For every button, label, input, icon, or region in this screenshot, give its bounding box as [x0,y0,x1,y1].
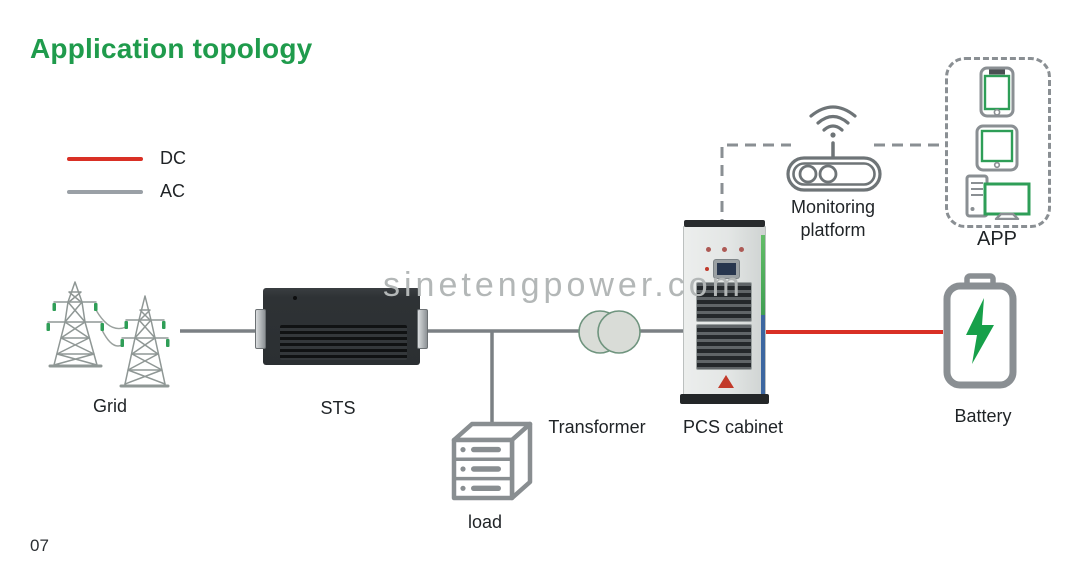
dc-legend-label: DC [160,148,186,168]
pcs-cabinet-label: PCS cabinet [682,417,784,437]
tablet-icon [975,124,1019,172]
indicator-led [739,247,744,252]
cabinet-top-cap [684,220,765,227]
monitoring-platform-label: Monitoring platform [790,197,876,240]
app-label: APP [976,228,1018,250]
cabinet-shell [683,226,766,403]
page-number: 07 [30,536,49,555]
sts-left-handle [255,309,266,349]
grid-label: Grid [92,396,128,416]
sts-vent-grille [280,325,407,360]
smartphone-icon [979,66,1015,118]
battery-label: Battery [954,406,1012,426]
wifi-icon [809,105,857,138]
dc-line-swatch [67,157,143,161]
sts-label: STS [320,398,356,418]
ac-legend-label: AC [160,181,186,201]
app-dashed-container [945,57,1051,228]
transmission-towers-icon [46,281,170,388]
sts-right-handle [417,309,428,349]
insulators [46,303,170,347]
cabinet-vent-grille [696,324,752,370]
warning-triangle-icon [718,375,734,388]
sts-rack-unit [255,288,428,365]
power-cabinet-device [680,220,769,404]
screw-hole [293,296,297,300]
cabinet-blue-strip [761,315,765,403]
cabinet-green-strip [761,235,765,315]
ac-line-swatch [67,190,143,194]
power-indicator-dot [705,267,709,271]
page-title: Application topology [30,33,313,64]
wifi-router-icon [786,105,882,192]
screen-panel [717,263,736,275]
cabinet-vent-grille [696,282,752,322]
server-drawers-icon [451,421,533,501]
indicator-led [722,247,727,252]
communication-dashed-line [720,143,945,230]
battery-bolt-icon [943,273,1017,389]
transformer-label: Transformer [548,417,646,437]
cabinet-display-screen [714,260,739,278]
overlapping-circles-icon [578,310,641,354]
lightning-bolt-icon [966,298,994,364]
desktop-computer-icon [965,174,1031,220]
indicator-led [706,247,711,252]
load-label: load [467,512,503,532]
cabinet-base [680,394,769,404]
app-devices [965,66,1031,220]
